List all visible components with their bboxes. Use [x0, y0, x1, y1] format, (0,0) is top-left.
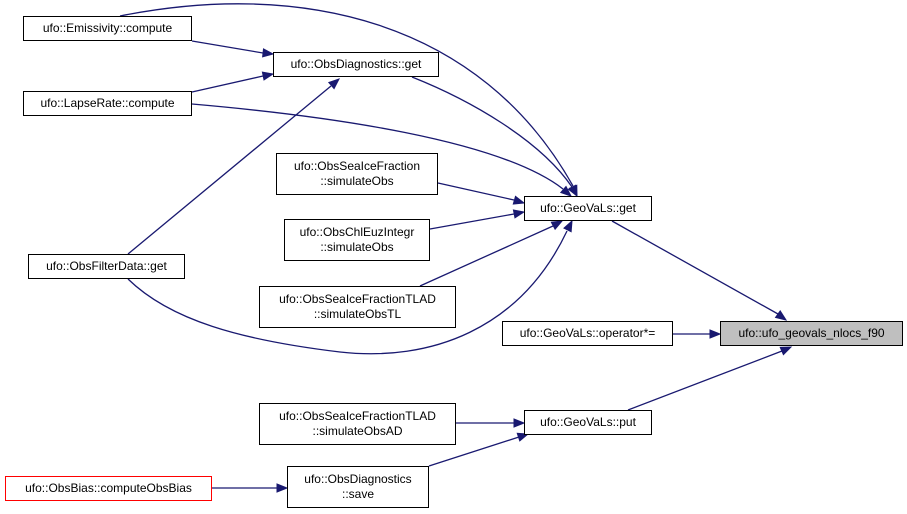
node-label-line1: ufo::ObsSeaIceFraction	[293, 159, 421, 173]
node-label-line2: ::simulateObsAD	[312, 424, 403, 438]
edge-arrowhead	[327, 78, 341, 90]
node-label-line2: ::simulateObs	[320, 174, 394, 188]
node-label: ufo::ObsBias::computeObsBias	[25, 481, 192, 495]
edge-geovals-get-to-nlocs	[611, 220, 788, 321]
edge-arrowhead	[513, 418, 526, 428]
node-label-line1: ufo::ObsDiagnostics	[304, 472, 412, 486]
node-lapserate-compute[interactable]: ufo::LapseRate::compute	[23, 91, 192, 116]
node-emissivity-compute[interactable]: ufo::Emissivity::compute	[23, 16, 192, 41]
node-geovals-put[interactable]: ufo::GeoVaLs::put	[524, 410, 652, 435]
edge-chleuz-sim-to-geovals-get	[429, 209, 526, 230]
edge-put-to-nlocs	[627, 346, 793, 411]
edge-arrowhead	[262, 48, 275, 58]
node-label: ufo::GeoVaLs::operator*=	[519, 326, 656, 340]
edge-line	[437, 182, 515, 201]
edge-arrowhead	[550, 220, 564, 231]
node-label: ufo::ObsDiagnostics::get	[290, 57, 422, 71]
node-obsdiagnostics-save[interactable]: ufo::ObsDiagnostics ::save	[287, 466, 429, 508]
edge-line	[127, 230, 568, 355]
node-geovals-get[interactable]: ufo::GeoVaLs::get	[524, 196, 652, 221]
edge-line	[127, 85, 332, 255]
edge-arrowhead	[709, 329, 722, 339]
edge-arrowhead	[563, 219, 573, 233]
edge-line	[191, 103, 564, 190]
edge-line	[611, 220, 779, 315]
edge-arrowhead	[779, 346, 793, 356]
edge-filterdata-to-geovals-get	[127, 219, 573, 355]
edge-opmul-to-nlocs	[673, 329, 722, 339]
edge-line	[428, 436, 520, 467]
node-obsseaicefraction-simulateobs[interactable]: ufo::ObsSeaIceFraction ::simulateObs	[276, 153, 438, 195]
edge-arrowhead	[567, 184, 578, 198]
node-label-line2: ::simulateObsTL	[313, 307, 402, 321]
node-label-line1: ufo::ObsChlEuzIntegr	[299, 225, 415, 239]
edge-seaice-ad-to-put	[456, 418, 526, 428]
edge-filterdata-to-obsdiag-get	[127, 78, 341, 255]
node-obsseaicefractiontlad-simulateobsad[interactable]: ufo::ObsSeaIceFractionTLAD ::simulateObs…	[259, 403, 456, 445]
edge-lapserate-to-obsdiag-get	[191, 71, 275, 93]
edge-line	[119, 3, 574, 187]
edge-obsbias-to-save	[212, 483, 289, 493]
edge-arrowhead	[276, 483, 289, 493]
edge-line	[191, 75, 264, 93]
edge-arrowhead	[516, 432, 530, 442]
edge-line	[411, 76, 573, 188]
node-label: ufo::ObsFilterData::get	[46, 259, 167, 273]
node-label: ufo::GeoVaLs::put	[540, 415, 636, 429]
node-label-line1: ufo::ObsSeaIceFractionTLAD	[279, 292, 436, 306]
edge-arrowhead	[774, 310, 788, 321]
edge-line	[419, 225, 554, 287]
edge-arrowhead	[261, 71, 275, 81]
edge-line	[627, 350, 783, 411]
node-obsseaicefractiontlad-simulateobstl[interactable]: ufo::ObsSeaIceFractionTLAD ::simulateObs…	[259, 286, 456, 328]
edge-line	[191, 40, 264, 54]
node-obsfilterdata-get[interactable]: ufo::ObsFilterData::get	[28, 254, 185, 279]
edge-save-to-put	[428, 432, 530, 467]
node-label: ufo::LapseRate::compute	[40, 96, 175, 110]
node-label-line1: ufo::ObsSeaIceFractionTLAD	[279, 409, 436, 423]
edge-lapserate-to-geovals-get	[191, 103, 573, 197]
edge-line	[429, 213, 515, 230]
node-obsdiagnostics-get[interactable]: ufo::ObsDiagnostics::get	[273, 52, 439, 77]
node-ufo-geovals-nlocs-f90: ufo::ufo_geovals_nlocs_f90	[720, 321, 903, 346]
edge-obsdiag-get-to-geovals-get	[411, 76, 578, 198]
node-label: ufo::ufo_geovals_nlocs_f90	[738, 326, 885, 340]
node-obsbias-computeobsbias[interactable]: ufo::ObsBias::computeObsBias	[5, 476, 212, 501]
node-label: ufo::Emissivity::compute	[42, 21, 173, 35]
node-label-line2: ::save	[341, 487, 374, 501]
edge-emissivity-to-obsdiag-get	[191, 40, 275, 58]
node-label-line2: ::simulateObs	[320, 240, 394, 254]
node-obschleuzintegr-simulateobs[interactable]: ufo::ObsChlEuzIntegr ::simulateObs	[284, 219, 430, 261]
edge-arrowhead	[559, 185, 573, 197]
edge-seaice-sim-to-geovals-get	[437, 182, 526, 205]
edge-seaice-tl-to-geovals-get	[419, 220, 564, 287]
node-geovals-operator-mul-assign[interactable]: ufo::GeoVaLs::operator*=	[502, 321, 673, 346]
edge-arrowhead	[512, 209, 526, 219]
node-label: ufo::GeoVaLs::get	[540, 201, 636, 215]
edge-arrowhead	[512, 195, 526, 205]
